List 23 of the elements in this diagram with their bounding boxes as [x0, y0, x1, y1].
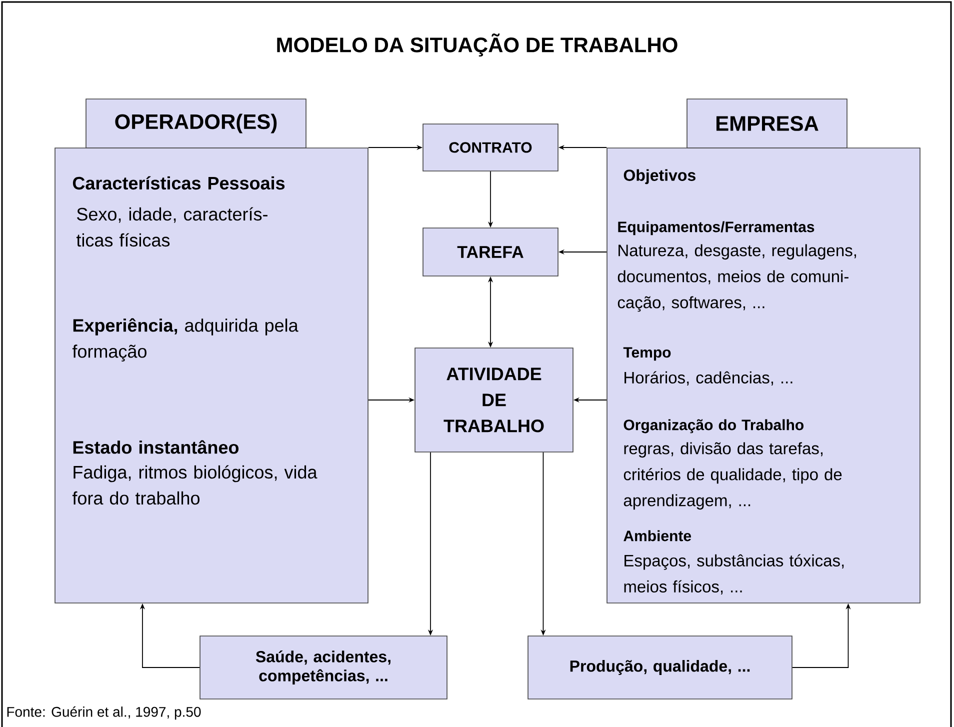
body-text: Experiência, adquirida pela formação — [72, 318, 298, 362]
body-text: Fadiga, ritmos biológicos, vida fora do trabalho — [72, 465, 318, 505]
section-heading: Estado instantâneo — [73, 440, 239, 454]
outcome-box: Saúde, acidentes, competências, ... — [200, 636, 448, 700]
outcome-box: Produção, qualidade, ... — [528, 636, 792, 700]
body-text: Sexo, idade, caracterís- ticas físicas — [76, 207, 268, 247]
title: MODELO DA SITUAÇÃO DE TRABALHO — [277, 33, 678, 57]
header-tab: OPERADOR(ES) — [86, 98, 306, 148]
body-text: regras, divisão das tarefas, critérios de qualidade, tipo de aprendizagem, ... — [624, 442, 842, 510]
section-heading: Características Pessoais — [72, 176, 285, 190]
section-heading: Ambiente — [624, 530, 692, 542]
process-box: CONTRATO — [422, 124, 558, 172]
section-heading: Objetivos — [624, 169, 696, 184]
section-heading: Equipamentos/Ferramentas — [618, 221, 814, 236]
body-text: Espaços, substâncias tóxicas, meios físicos, ... — [624, 554, 844, 594]
process-box: TAREFA — [422, 228, 558, 276]
body-text: Natureza, desgaste, regulagens, documentos, meios de comuni- cação, softwares, ... — [618, 244, 856, 312]
source-note: Fonte: Guérin et al., 1997, p.50 — [7, 706, 201, 720]
process-box: ATIVIDADE DE TRABALHO — [414, 348, 574, 452]
section-heading: Organização do Trabalho — [624, 419, 804, 434]
header-tab: EMPRESA — [686, 98, 848, 148]
section-heading: Tempo — [623, 347, 671, 361]
body-text: Horários, cadências, ... — [624, 371, 792, 386]
